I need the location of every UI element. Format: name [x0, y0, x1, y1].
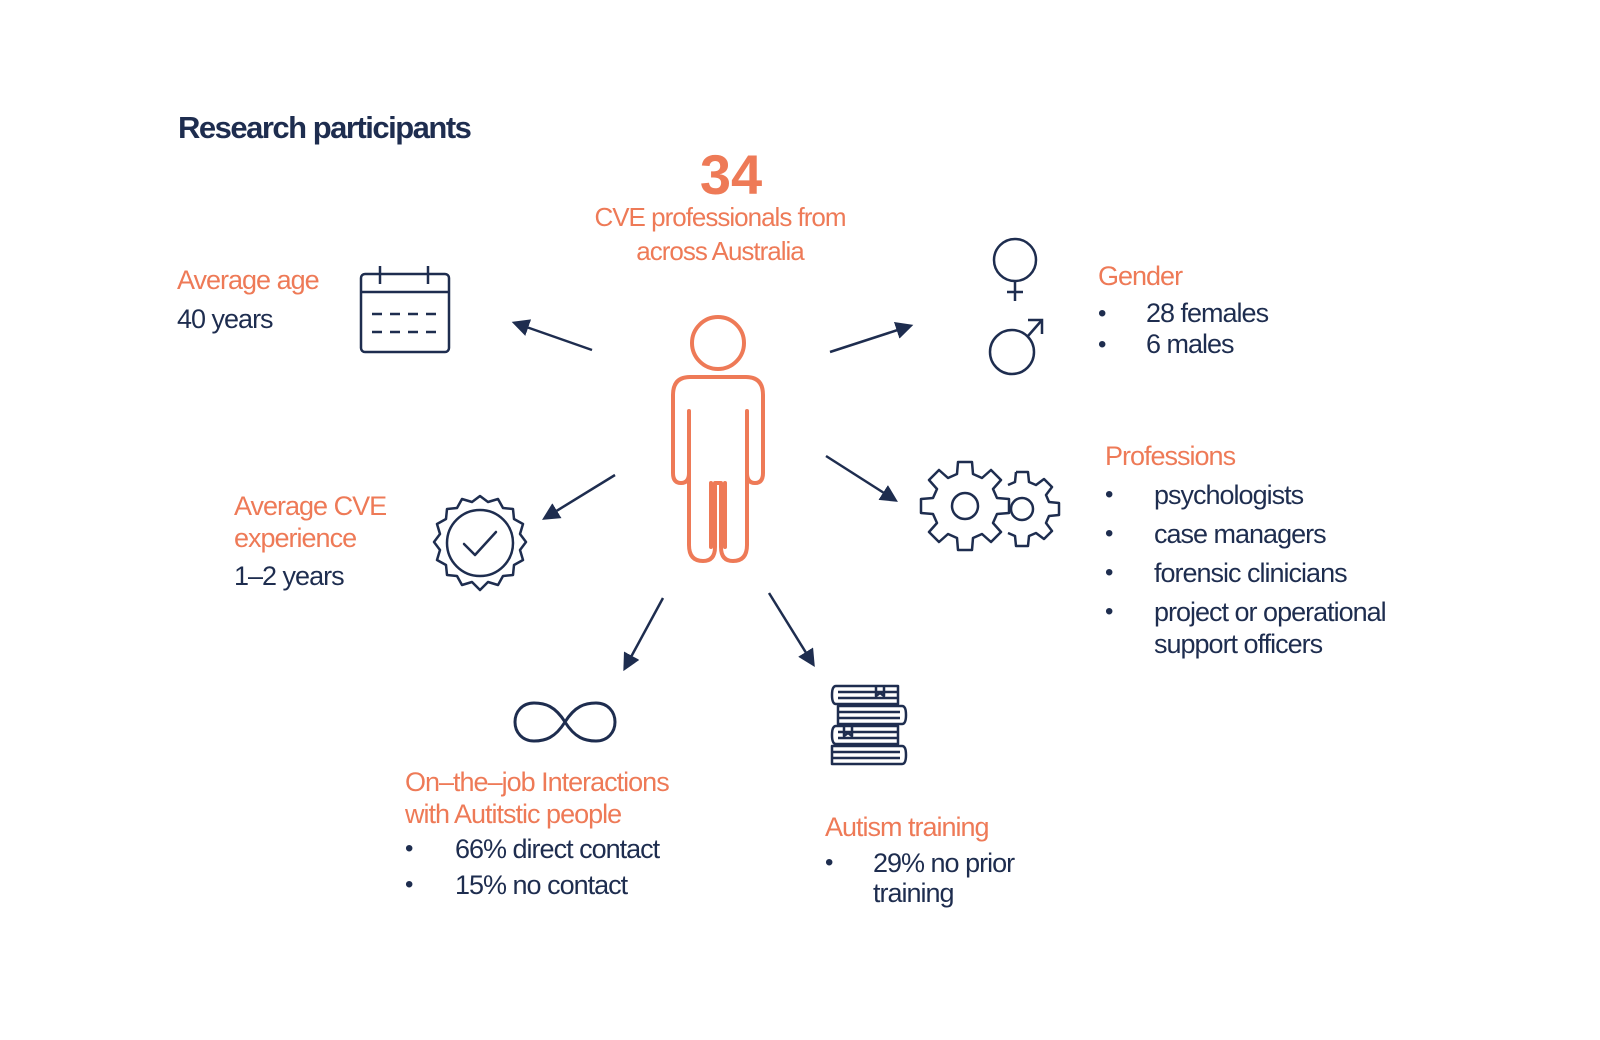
list-item: •66% direct contact — [405, 834, 660, 864]
list-item-continuation: training — [873, 878, 955, 908]
list-item: •28 females — [1098, 298, 1269, 328]
arrow-to-experience — [542, 473, 616, 520]
professions-list: •psychologists •case managers •forensic … — [1105, 479, 1387, 660]
list-item: •forensic clinicians — [1105, 558, 1348, 588]
training-list: •29% no prior training — [825, 848, 1015, 908]
list-item: •project or operational — [1105, 597, 1387, 627]
training-heading: Autism training — [825, 812, 990, 842]
gender-symbols-icon — [988, 237, 1044, 376]
participant-description: CVE professionals from across Australia — [560, 200, 880, 268]
list-item-continuation: support officers — [1154, 629, 1323, 659]
interactions-heading-line-1: On–the–job Interactions — [405, 767, 670, 797]
person-icon — [671, 315, 765, 563]
list-item: •15% no contact — [405, 870, 628, 900]
interactions-list: •66% direct contact •15% no contact — [405, 832, 660, 902]
list-item: •29% no prior — [825, 848, 1015, 878]
experience-heading: Average CVE experience — [234, 490, 387, 554]
badge-check-icon — [432, 494, 528, 592]
arrow-to-professions — [825, 454, 898, 502]
participant-description-line-2: across Australia — [636, 236, 805, 266]
experience-value: 1–2 years — [234, 561, 345, 591]
arrow-to-age — [511, 319, 593, 352]
experience-heading-line-1: Average CVE — [234, 491, 387, 521]
interactions-heading: On–the–job Interactions with Autitstic p… — [405, 766, 670, 830]
arrow-to-interactions — [623, 597, 665, 672]
experience-heading-line-2: experience — [234, 523, 357, 553]
infinity-icon — [513, 701, 617, 743]
calendar-icon — [359, 266, 451, 354]
books-icon — [830, 684, 908, 766]
arrow-to-training — [767, 592, 815, 667]
gender-list: •28 females •6 males — [1098, 298, 1269, 360]
page-title: Research participants — [178, 110, 472, 145]
age-value: 40 years — [177, 304, 274, 334]
list-item: •case managers — [1105, 519, 1327, 549]
arrow-to-gender — [829, 322, 914, 354]
gender-heading: Gender — [1098, 261, 1183, 291]
gears-icon — [919, 460, 1061, 552]
age-heading: Average age — [177, 265, 320, 295]
list-item: •6 males — [1098, 329, 1235, 359]
professions-heading: Professions — [1105, 441, 1236, 471]
participant-count: 34 — [699, 143, 763, 206]
participant-description-line-1: CVE professionals from — [594, 202, 846, 232]
interactions-heading-line-2: with Autitstic people — [405, 799, 622, 829]
list-item: •psychologists — [1105, 480, 1304, 510]
